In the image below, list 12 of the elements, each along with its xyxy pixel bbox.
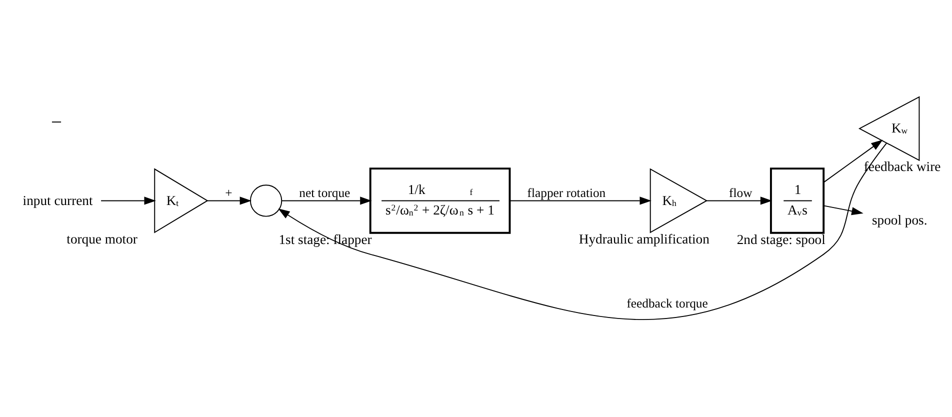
- edge-label: feedback torque: [626, 296, 708, 310]
- label: −: [51, 112, 62, 134]
- node-label: torque motor: [66, 231, 138, 246]
- node-text: spool pos.: [872, 212, 928, 228]
- node-text: input current: [22, 192, 93, 208]
- node-label: Hydraulic amplification: [578, 231, 710, 246]
- node-label: 1st stage: flapper: [278, 232, 372, 247]
- node-label: 2nd stage: spool: [736, 232, 826, 247]
- edge-label: flapper rotation: [527, 186, 606, 200]
- edge-label: flow: [729, 186, 752, 200]
- edge-label: +: [225, 186, 232, 200]
- edge-label: net torque: [299, 186, 350, 200]
